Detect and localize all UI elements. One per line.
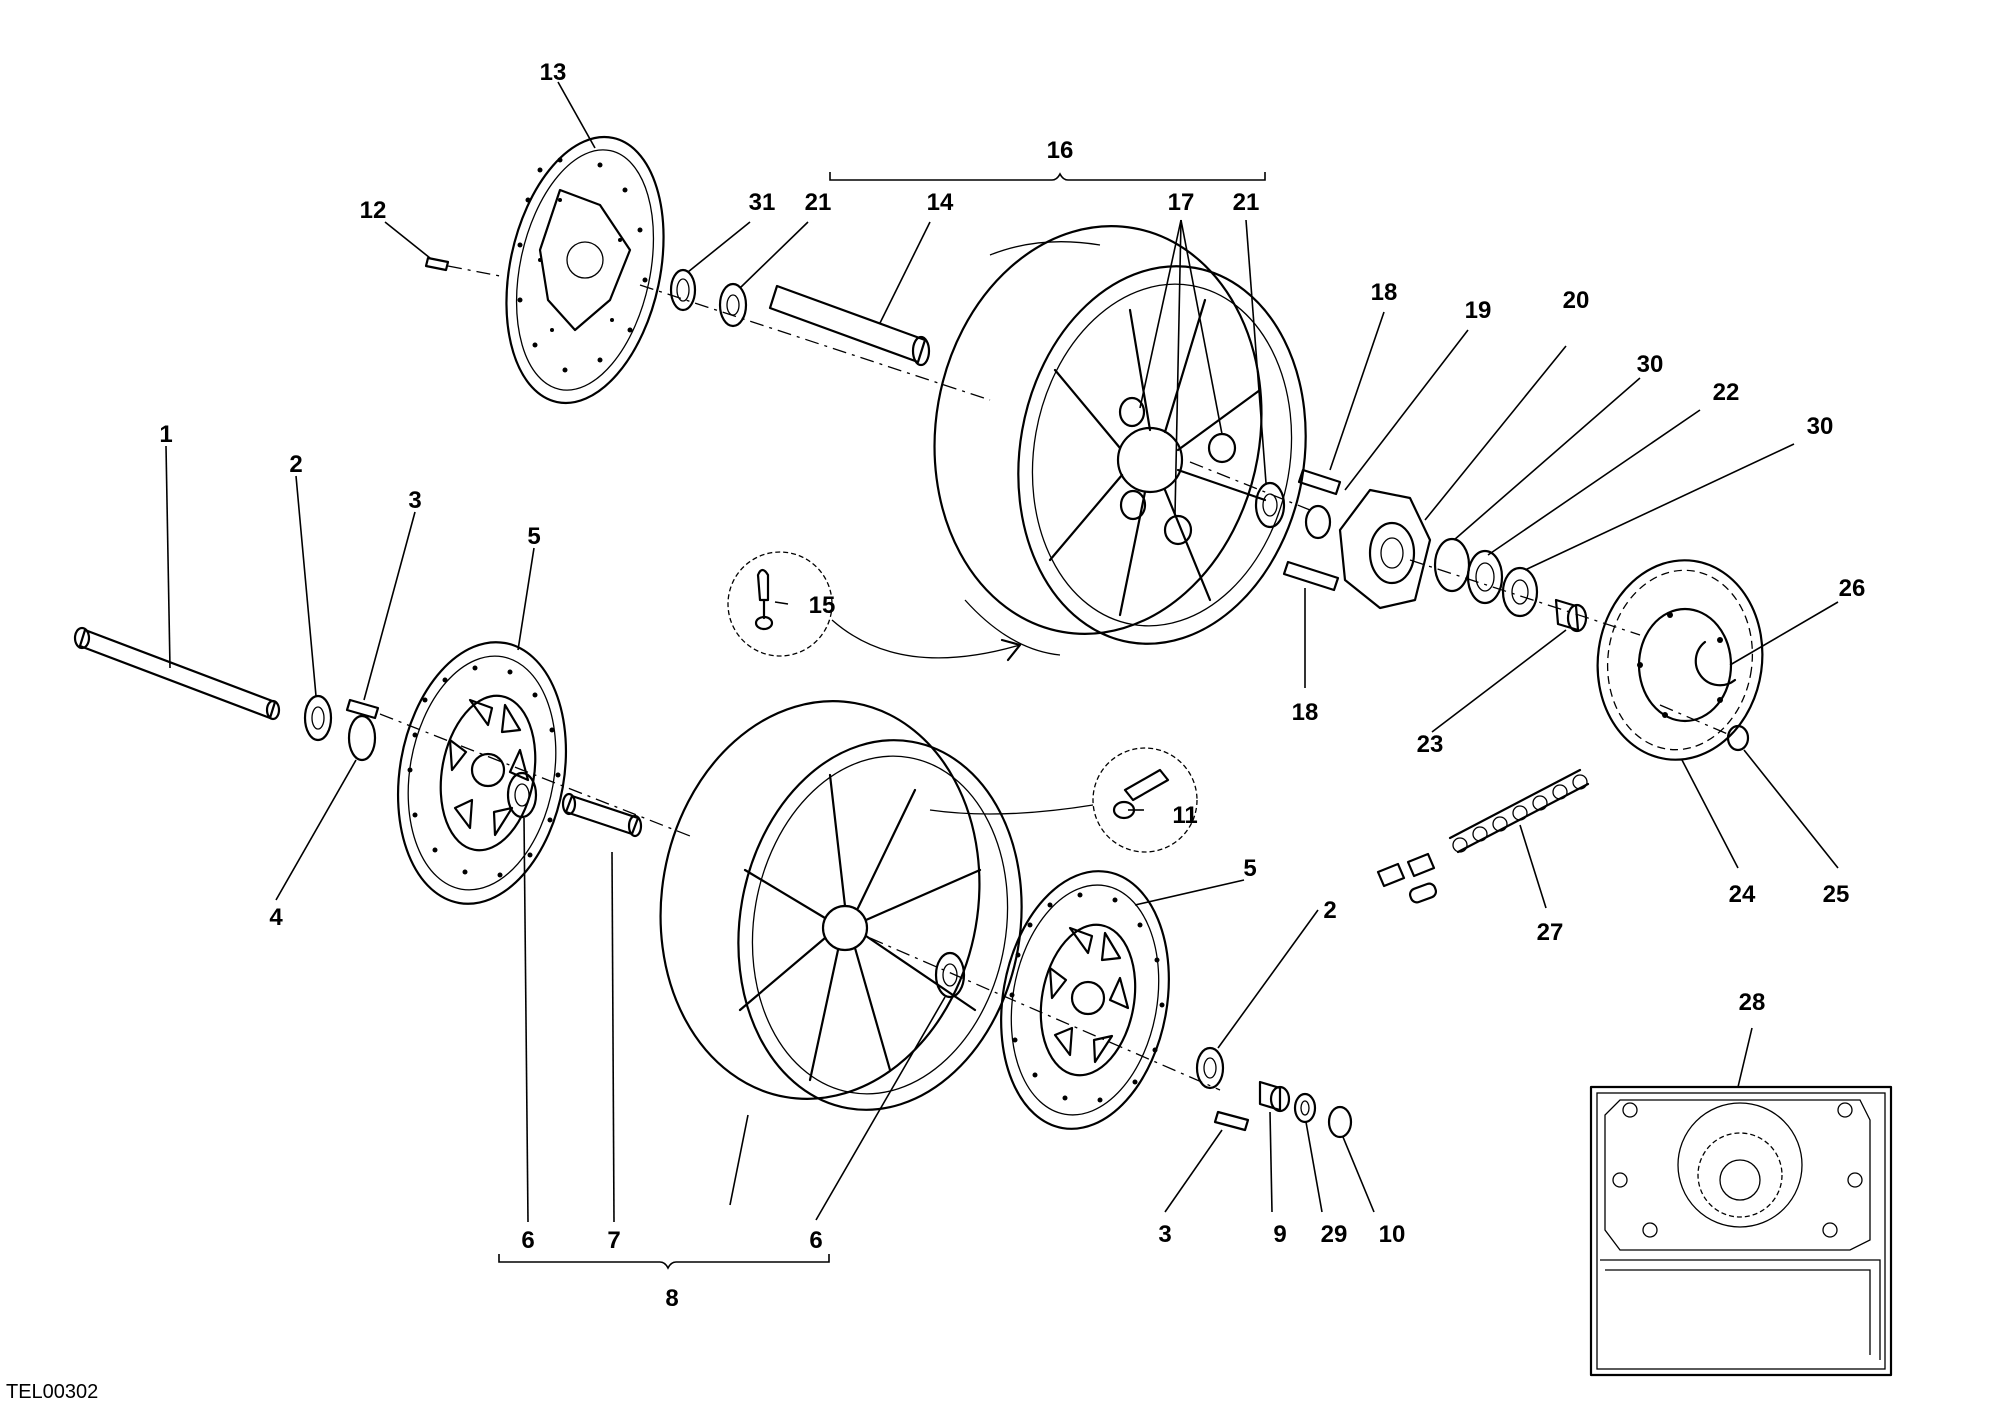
callout-3: 3: [1158, 1221, 1171, 1248]
valve-detail-11: [929, 747, 1198, 853]
callout-labels: 13 12 31 21 14 16 17 21 18 19 20 30 22 3…: [159, 59, 1865, 1312]
callout-24: 24: [1729, 881, 1756, 908]
front-brake-disc-right: [1000, 870, 1170, 1130]
callout-11: 11: [1172, 802, 1197, 829]
callout-21: 21: [805, 189, 832, 216]
callout-16: 16: [1047, 137, 1074, 164]
callout-10: 10: [1379, 1221, 1406, 1248]
callout-4: 4: [269, 904, 283, 931]
callout-6: 6: [809, 1227, 822, 1254]
callout-2: 2: [1323, 897, 1336, 924]
callout-21: 21: [1233, 189, 1260, 216]
callout-17: 17: [1168, 189, 1195, 216]
chain-27: [1376, 768, 1590, 904]
front-wheel: [659, 700, 1221, 1111]
drawing-code: TEL00302: [6, 1381, 99, 1403]
leader-lines: [165, 81, 1839, 1270]
callout-30: 30: [1637, 351, 1664, 378]
bearing-6-right: [934, 951, 966, 999]
callout-6: 6: [521, 1227, 534, 1254]
callout-27: 27: [1537, 919, 1564, 946]
bearing-21-left: [718, 282, 748, 328]
bolt-3-right: [1213, 1110, 1250, 1132]
rear-wheel: [933, 225, 1311, 656]
spacer-2-left: [303, 694, 333, 742]
carrier-studs-18: [1282, 468, 1342, 592]
callout-28: 28: [1739, 989, 1766, 1016]
callout-15: 15: [809, 592, 836, 619]
bearing-21-right: [1254, 481, 1286, 529]
rear-sprocket-24: [1596, 559, 1764, 761]
callout-23: 23: [1417, 731, 1444, 758]
callout-31: 31: [749, 189, 776, 216]
callout-20: 20: [1563, 287, 1590, 314]
washer-29: [1293, 1092, 1317, 1124]
rear-brake-disc: [505, 135, 665, 405]
callout-22: 22: [1713, 379, 1740, 406]
front-axle-1: [73, 626, 281, 721]
bearing-30-a: [1433, 537, 1471, 593]
callout-13: 13: [540, 59, 567, 86]
callout-5: 5: [1243, 855, 1256, 882]
callout-18: 18: [1371, 279, 1398, 306]
spacer-19: [1304, 504, 1332, 540]
bolt-3-left: [345, 698, 380, 720]
nut-25: [1726, 724, 1750, 752]
valve-detail-15: [727, 551, 1022, 662]
callout-2: 2: [289, 451, 302, 478]
bushing-9: [1258, 1080, 1291, 1113]
ring-4: [347, 714, 377, 762]
callout-12: 12: [360, 197, 387, 224]
callout-30: 30: [1807, 413, 1834, 440]
detail-box-28: [1589, 1085, 1893, 1377]
bearing-6-left: [506, 771, 538, 819]
front-brake-disc-left: [396, 641, 568, 905]
callout-25: 25: [1823, 881, 1850, 908]
nut-10: [1327, 1105, 1353, 1139]
callout-7: 7: [607, 1227, 620, 1254]
callout-18: 18: [1292, 699, 1319, 726]
sprocket-carrier-20: [1338, 488, 1432, 610]
spacer-31: [669, 268, 697, 312]
callout-1: 1: [159, 421, 172, 448]
callout-29: 29: [1321, 1221, 1348, 1248]
callout-5: 5: [527, 523, 540, 550]
bearing-30-b: [1501, 566, 1539, 618]
circlip-26: [1694, 640, 1737, 687]
disc-bolt-12: [424, 256, 501, 277]
seal-22: [1466, 549, 1504, 605]
spacer-tube-7: [561, 792, 643, 838]
callout-3: 3: [408, 487, 421, 514]
callout-8: 8: [665, 1285, 678, 1312]
callout-9: 9: [1273, 1221, 1286, 1248]
callout-19: 19: [1465, 297, 1492, 324]
spacer-2-right: [1195, 1046, 1225, 1090]
spacer-tube-14: [639, 284, 991, 401]
callout-14: 14: [927, 189, 954, 216]
callout-26: 26: [1839, 575, 1866, 602]
